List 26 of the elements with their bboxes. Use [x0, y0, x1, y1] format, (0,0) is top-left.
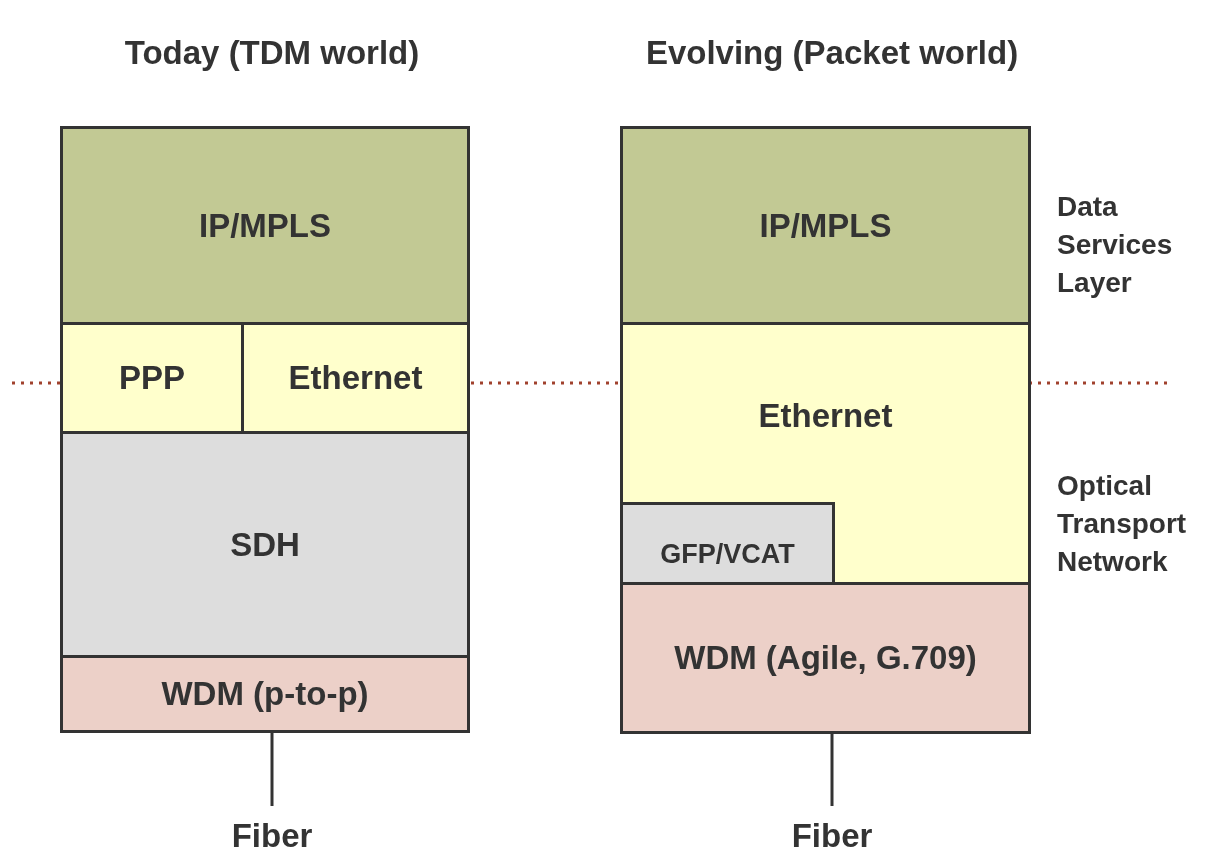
fiber-label: Fiber: [192, 818, 352, 854]
column-heading: Evolving (Packet world): [644, 33, 1020, 73]
layer-label: WDM (Agile, G.709): [674, 639, 977, 677]
fiber-label: Fiber: [752, 818, 912, 854]
layer-group-label: Data Services Layer: [1057, 190, 1174, 300]
physical-layer: [620, 582, 1031, 734]
connector-line: [830, 734, 834, 806]
protocol-layer: [60, 322, 244, 434]
layer-label: IP/MPLS: [199, 206, 331, 245]
protocol-layer: [620, 322, 1031, 585]
physical-layer: [60, 655, 470, 733]
layer-label: IP/MPLS: [759, 206, 892, 245]
layer-label: PPP: [118, 359, 185, 397]
transport-layer: [60, 431, 470, 658]
protocol-layer: [241, 322, 470, 434]
column-heading: Today (TDM world): [123, 33, 421, 73]
process-layer: [620, 126, 1031, 325]
connector-line: [270, 733, 274, 806]
process-layer: [60, 126, 470, 325]
layer-group-label: Optical Transport Network: [1057, 469, 1188, 579]
layer-label: Ethernet: [288, 359, 423, 397]
adaptation-layer: [620, 502, 835, 585]
layer-label: SDH: [230, 525, 300, 564]
layer-label: GFP/VCAT: [660, 539, 795, 570]
layer-label: WDM (p-to-p): [161, 675, 369, 713]
layer-label: Ethernet: [758, 397, 893, 435]
